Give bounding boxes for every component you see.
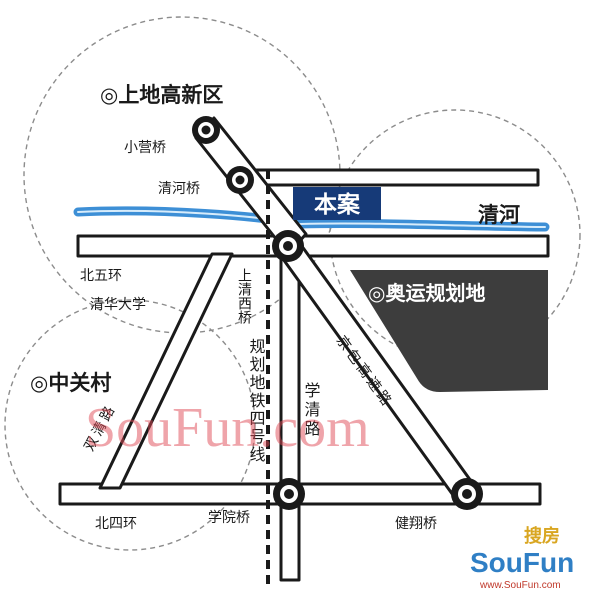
- label-jianxiang-bridge: 健翔桥: [395, 516, 437, 532]
- project-label: 本案: [314, 191, 361, 218]
- label-north-4th-ring: 北四环: [95, 516, 137, 532]
- label-xueqing-road: 学清路: [302, 382, 321, 439]
- label-qinghe-river: 清河: [478, 203, 520, 227]
- zone-label-shangdi: ◎上地高新区: [100, 83, 223, 107]
- interchange-xiaoying: [192, 116, 220, 144]
- label-shangqing-west-bridge: 上清西桥: [236, 268, 252, 324]
- river-qinghe-highlight: [77, 209, 546, 228]
- interchange-qinghe: [226, 166, 254, 194]
- road-upper: [253, 168, 540, 187]
- soufun-logo: 搜房 SouFun www.SouFun.com: [470, 525, 574, 591]
- interchange-jianxiang: [451, 478, 483, 510]
- project-box: [293, 187, 381, 220]
- logo-url: www.SouFun.com: [479, 580, 561, 591]
- road-shuangqing: [98, 252, 234, 490]
- zone-zhongguancun: [4, 299, 256, 551]
- logo-name-en: SouFun: [470, 547, 574, 578]
- label-metro-line-4: 规划地铁四号线: [247, 338, 266, 464]
- watermark: SouFun.com: [85, 397, 370, 459]
- road-north-5th-ring: [76, 234, 550, 258]
- interchange-xueyuan: [273, 478, 305, 510]
- label-tsinghua: 清华大学: [90, 297, 146, 313]
- olympic-block: [350, 270, 548, 392]
- zone-label-zhongguancun: ◎中关村: [30, 371, 111, 395]
- zone-olympic: [329, 109, 581, 361]
- label-qinghe-bridge: 清河桥: [158, 181, 200, 197]
- label-xiaoying-bridge: 小营桥: [124, 140, 166, 156]
- label-north-5th-ring: 北五环: [80, 268, 122, 284]
- interchange-shangqing-west: [272, 230, 304, 262]
- label-xueyuan-bridge: 学院桥: [208, 510, 250, 526]
- logo-name-cn: 搜房: [524, 525, 560, 547]
- zone-label-olympic: ◎奥运规划地: [368, 281, 485, 305]
